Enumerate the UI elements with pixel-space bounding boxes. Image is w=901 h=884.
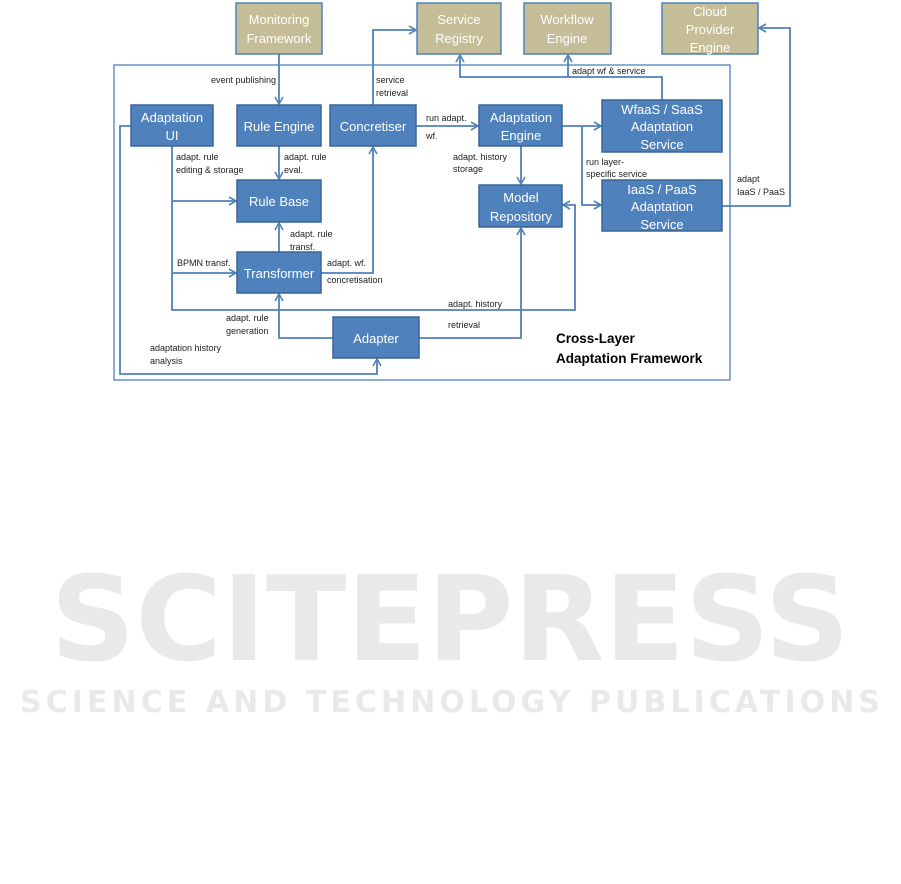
svg-text:Cross-Layer: Cross-Layer (556, 331, 636, 346)
wfaas-saas-adaptation-service: WfaaS / SaaS Adaptation Service (601, 99, 723, 153)
svg-text:adapt wf & service: adapt wf & service (572, 66, 646, 76)
svg-text:Rule Engine: Rule Engine (244, 119, 315, 134)
svg-text:Engine: Engine (690, 40, 730, 55)
edge-iaas-cloud-provider (722, 23, 791, 207)
svg-text:adapt. history: adapt. history (448, 299, 503, 309)
svg-text:Concretiser: Concretiser (340, 119, 407, 134)
edge-adapter-transformer (274, 292, 333, 339)
svg-text:adapt: adapt (737, 174, 760, 184)
svg-text:concretisation: concretisation (327, 275, 383, 285)
svg-text:transf.: transf. (290, 242, 315, 252)
svg-text:wf.: wf. (425, 131, 438, 141)
svg-text:run adapt.: run adapt. (426, 113, 467, 123)
svg-text:Engine: Engine (547, 31, 587, 46)
adapter: Adapter (332, 316, 420, 359)
svg-text:Workflow: Workflow (540, 12, 594, 27)
svg-text:Adaptation: Adaptation (490, 110, 552, 125)
model-repository: Model Repository (478, 184, 563, 228)
svg-text:retrieval: retrieval (376, 88, 408, 98)
svg-text:Provider: Provider (686, 22, 735, 37)
svg-text:IaaS / PaaS: IaaS / PaaS (737, 187, 785, 197)
svg-text:generation: generation (226, 326, 269, 336)
iaas-paas-adaptation-service: IaaS / PaaS Adaptation Service (601, 179, 723, 232)
svg-text:Registry: Registry (435, 31, 483, 46)
concretiser: Concretiser (329, 104, 417, 147)
svg-text:Model: Model (503, 190, 539, 205)
rule-engine: Rule Engine (236, 104, 322, 147)
edge-adapter-model-repository (419, 226, 526, 339)
svg-text:Adaptation Framework: Adaptation Framework (556, 351, 703, 366)
framework-boundary (113, 64, 731, 381)
watermark: SCITEPRESS SCIENCE AND TECHNOLOGY PUBLIC… (20, 550, 880, 720)
framework-title: Cross-Layer Adaptation Framework (556, 331, 703, 366)
service-registry: Service Registry (416, 2, 502, 55)
edge-transformer-concretiser (321, 145, 378, 274)
svg-text:Service: Service (640, 137, 683, 152)
svg-text:Transformer: Transformer (244, 266, 315, 281)
cloud-provider-engine: Cloud Provider Engine (661, 2, 759, 55)
svg-text:UI: UI (166, 128, 179, 143)
transformer: Transformer (236, 251, 322, 294)
adaptation-ui: Adaptation UI (130, 104, 214, 147)
svg-text:event publishing: event publishing (211, 75, 276, 85)
edge-ui-adapter (119, 125, 382, 375)
svg-text:service: service (376, 75, 405, 85)
svg-text:editing & storage: editing & storage (176, 165, 244, 175)
edge-wfaas-service-registry (455, 53, 663, 100)
edge-ui-model-repository (171, 146, 576, 311)
svg-text:Monitoring: Monitoring (249, 12, 310, 27)
edge-concretiser-service-registry (372, 25, 418, 105)
svg-text:Adaptation: Adaptation (141, 110, 203, 125)
svg-text:adapt. rule: adapt. rule (284, 152, 327, 162)
svg-text:adapt. rule: adapt. rule (290, 229, 333, 239)
svg-text:adapt. history: adapt. history (453, 152, 508, 162)
svg-text:storage: storage (453, 164, 483, 174)
svg-text:analysis: analysis (150, 356, 183, 366)
connectors (119, 23, 791, 375)
svg-text:adapt. wf.: adapt. wf. (327, 258, 366, 268)
watermark-subtitle: SCIENCE AND TECHNOLOGY PUBLICATIONS (20, 685, 880, 720)
svg-text:BPMN transf.: BPMN transf. (177, 258, 231, 268)
svg-text:eval.: eval. (284, 165, 303, 175)
svg-text:Adaptation: Adaptation (631, 199, 693, 214)
svg-text:adapt. rule: adapt. rule (226, 313, 269, 323)
svg-text:run layer-: run layer- (586, 157, 624, 167)
edge-engine-iaas (581, 126, 603, 210)
monitoring-framework: Monitoring Framework (235, 2, 323, 55)
svg-text:Adapter: Adapter (353, 331, 399, 346)
svg-text:Framework: Framework (246, 31, 312, 46)
svg-text:Engine: Engine (501, 128, 541, 143)
svg-text:adaptation history: adaptation history (150, 343, 222, 353)
rule-base: Rule Base (236, 179, 322, 223)
svg-text:specific service: specific service (586, 169, 647, 179)
svg-text:IaaS / PaaS: IaaS / PaaS (627, 182, 697, 197)
svg-text:Adaptation: Adaptation (631, 119, 693, 134)
adaptation-engine: Adaptation Engine (478, 104, 563, 147)
svg-text:Service: Service (640, 217, 683, 232)
svg-text:adapt. rule: adapt. rule (176, 152, 219, 162)
svg-text:Cloud: Cloud (693, 4, 727, 19)
workflow-engine: Workflow Engine (523, 2, 612, 55)
edge-labels: event publishing service retrieval run a… (150, 66, 785, 366)
svg-text:Repository: Repository (490, 209, 553, 224)
svg-text:Service: Service (437, 12, 480, 27)
watermark-title: SCITEPRESS (50, 550, 849, 688)
svg-text:retrieval: retrieval (448, 320, 480, 330)
svg-text:WfaaS / SaaS: WfaaS / SaaS (621, 102, 703, 117)
svg-text:Rule Base: Rule Base (249, 194, 309, 209)
